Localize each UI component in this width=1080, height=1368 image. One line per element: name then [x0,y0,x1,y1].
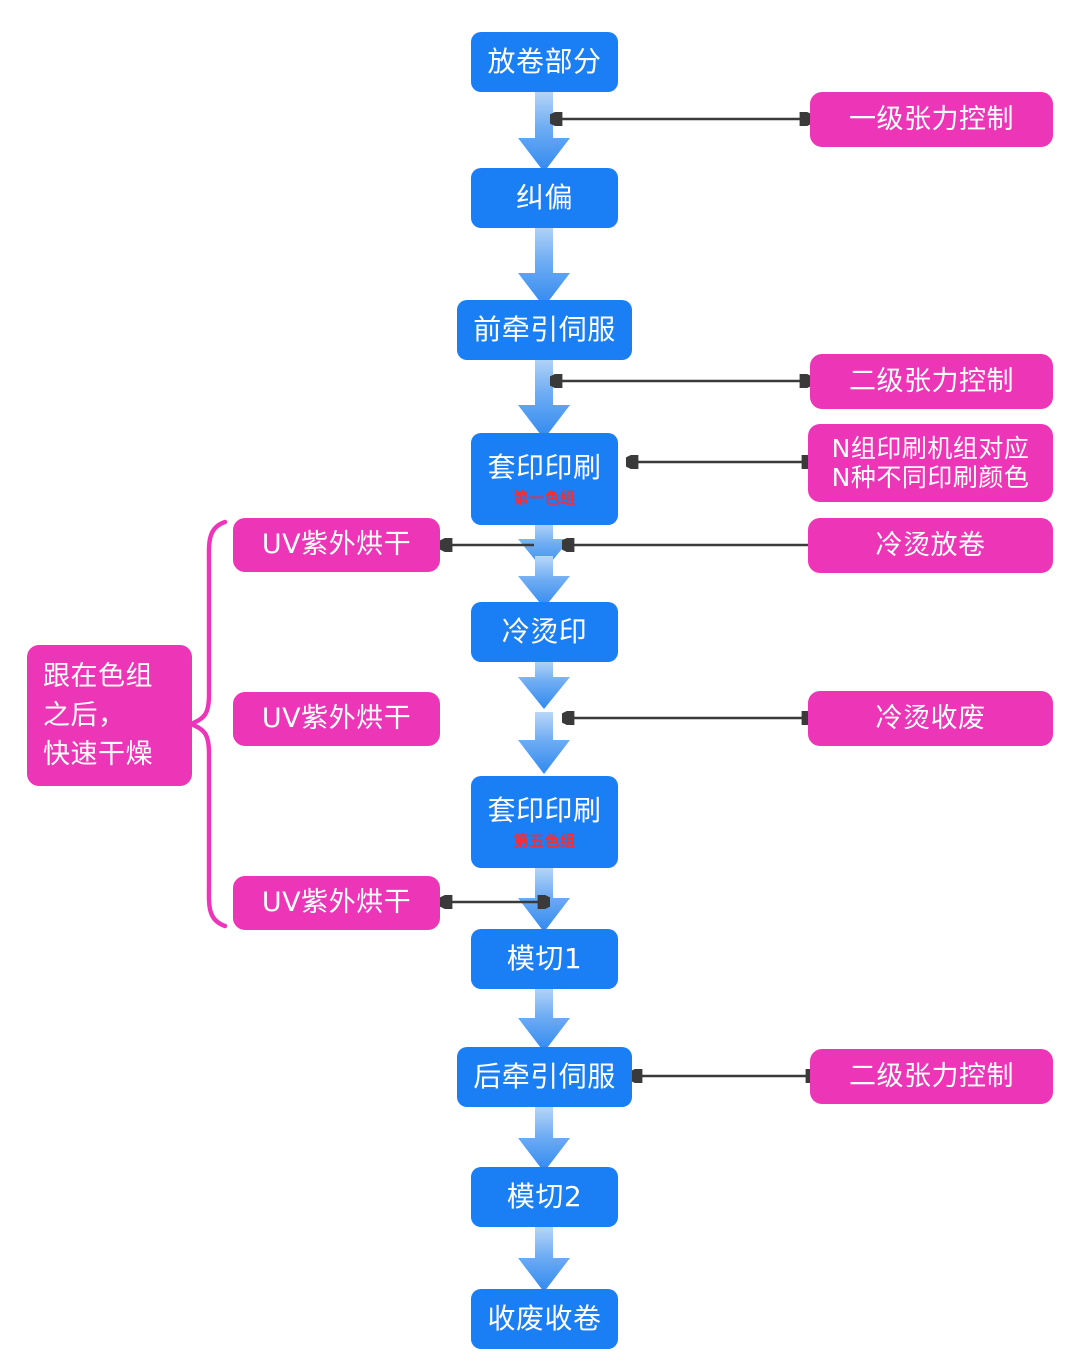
note-fast-dry-line3: 快速干燥 [43,739,153,771]
node-print-5-label: 套印印刷 [487,793,602,827]
node-die-cut-2-label: 模切2 [506,1180,583,1214]
node-rewind[interactable]: 收废收卷 [471,1289,618,1349]
connector-cold-unwind [562,538,814,552]
connector-cold-waste [562,711,814,725]
flow-arrow-diecut2-to-rewind [516,1226,572,1292]
note-uv-dry-2[interactable]: UV紫外烘干 [233,692,440,746]
flow-arrow-print1-to-junction [516,521,572,571]
node-cold-stamp-label: 冷烫印 [501,615,588,649]
note-fast-dry-line2: 之后， [43,699,126,731]
node-print-1-label: 套印印刷 [487,450,602,484]
note-tension-2-bottom-label: 二级张力控制 [849,1060,1014,1092]
node-rear-servo-label: 后牵引伺服 [473,1060,616,1094]
note-tension-2-top-label: 二级张力控制 [849,365,1014,397]
node-unwind[interactable]: 放卷部分 [471,32,618,92]
flow-arrow-diecut1-to-rear-servo [516,986,572,1052]
node-cold-stamp[interactable]: 冷烫印 [471,602,618,662]
note-fast-dry[interactable]: 跟在色组 之后， 快速干燥 [27,645,192,786]
connector-tension1 [550,112,812,126]
node-correction-label: 纠偏 [515,181,573,215]
note-cold-waste[interactable]: 冷烫收废 [808,691,1053,746]
note-uv-dry-2-label: UV紫外烘干 [261,703,412,735]
connector-tension2-bottom [630,1069,818,1083]
note-tension-1-label: 一级张力控制 [849,103,1014,135]
node-die-cut-2[interactable]: 模切2 [471,1167,618,1227]
note-uv-dry-3-label: UV紫外烘干 [261,887,412,919]
node-die-cut-1[interactable]: 模切1 [471,929,618,989]
note-cold-unwind-label: 冷烫放卷 [875,529,986,561]
node-print-1-sublabel: 第一色组 [513,488,576,507]
note-uv-dry-1-label: UV紫外烘干 [261,529,412,561]
note-cold-waste-label: 冷烫收废 [875,702,986,734]
node-print-5[interactable]: 套印印刷 第五色组 [471,776,618,868]
note-tension-1[interactable]: 一级张力控制 [810,92,1053,147]
flow-arrow-junction-to-cold-stamp [516,556,572,608]
flow-arrow-correction-to-front-servo [516,223,572,307]
note-tension-2-top[interactable]: 二级张力控制 [810,354,1053,409]
flow-arrow-front-servo-to-print1 [516,355,572,439]
flow-arrow-cold-stamp-to-junction [516,659,572,709]
node-rewind-label: 收废收卷 [487,1302,602,1336]
note-uv-dry-1[interactable]: UV紫外烘干 [233,518,440,572]
connector-uv-dry-3 [440,895,550,909]
node-front-servo[interactable]: 前牵引伺服 [457,300,632,360]
node-rear-servo[interactable]: 后牵引伺服 [457,1047,632,1107]
note-tension-2-bottom[interactable]: 二级张力控制 [810,1049,1053,1104]
note-fast-dry-line1: 跟在色组 [43,660,153,692]
connector-tension2-top [550,374,812,388]
note-n-units-line1: N组印刷机组对应 [831,433,1030,463]
note-uv-dry-3[interactable]: UV紫外烘干 [233,876,440,930]
node-print-5-sublabel: 第五色组 [513,831,576,850]
node-print-1[interactable]: 套印印刷 第一色组 [471,433,618,525]
note-cold-unwind[interactable]: 冷烫放卷 [808,518,1053,573]
note-n-units-line2: N种不同印刷颜色 [831,463,1030,492]
flow-arrow-rear-servo-to-diecut2 [516,1106,572,1172]
connector-uv-dry-1 [440,538,534,552]
node-front-servo-label: 前牵引伺服 [473,313,616,347]
note-n-units[interactable]: N组印刷机组对应 N种不同印刷颜色 [808,424,1053,502]
node-correction[interactable]: 纠偏 [471,168,618,228]
node-unwind-label: 放卷部分 [487,45,602,79]
flow-arrow-junction-to-print5 [516,712,572,774]
flow-arrow-unwind-to-correction [516,90,572,172]
connector-n-units [626,455,814,469]
node-die-cut-1-label: 模切1 [506,942,583,976]
